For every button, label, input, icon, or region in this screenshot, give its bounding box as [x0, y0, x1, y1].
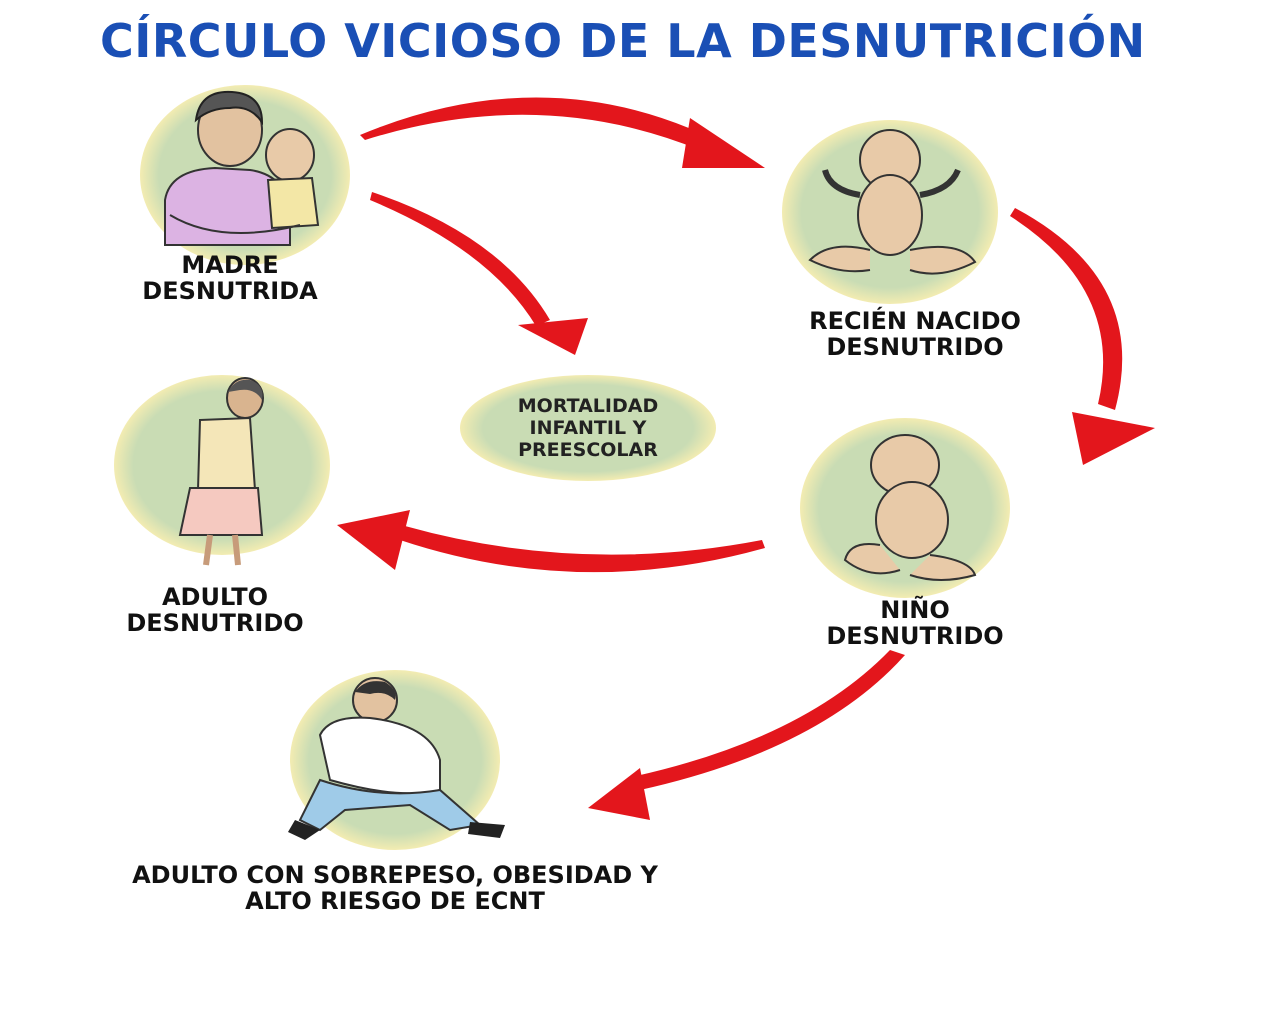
adulto-label: ADULTO DESNUTRIDO [95, 584, 335, 637]
recien-label-line1: RECIÉN NACIDO [809, 307, 1021, 335]
nino-label-line1: NIÑO [880, 596, 950, 624]
diagram-title: CÍRCULO VICIOSO DE LA DESNUTRICIÓN [100, 14, 1146, 68]
obeso-label: ADULTO CON SOBREPESO, OBESIDAD Y ALTO RI… [60, 862, 730, 915]
adulto-label-line2: DESNUTRIDO [126, 609, 304, 638]
recien-label-line2: DESNUTRIDO [826, 333, 1004, 362]
nino-label: NIÑO DESNUTRIDO [790, 597, 1040, 650]
nino-label-line2: DESNUTRIDO [826, 622, 1004, 651]
obeso-label-line2: ALTO RIESGO DE ECNT [245, 887, 545, 916]
arrow-recien-to-nino [1010, 208, 1155, 465]
madre-label: MADRE DESNUTRIDA [110, 252, 350, 305]
obeso-illustration [288, 677, 505, 840]
arrow-madre-to-recien [360, 97, 765, 168]
arrow-nino-to-adulto [337, 510, 765, 573]
mortalidad-label-line1: MORTALIDAD [517, 395, 659, 417]
obeso-label-line1: ADULTO CON SOBREPESO, OBESIDAD Y [132, 861, 658, 889]
mortalidad-label-line3: PREESCOLAR [518, 438, 658, 461]
adulto-illustration [178, 377, 264, 566]
mortalidad-label-line2: INFANTIL Y [529, 416, 647, 439]
nino-illustration [843, 434, 977, 581]
recien-illustration [808, 129, 977, 275]
arrow-madre-to-mortalidad [370, 192, 588, 355]
madre-label-line2: DESNUTRIDA [142, 277, 318, 306]
madre-illustration [164, 90, 320, 246]
madre-label-line1: MADRE [181, 251, 279, 279]
arrow-nino-to-obeso [588, 650, 905, 820]
mortalidad-label: MORTALIDAD INFANTIL Y PREESCOLAR [478, 395, 698, 462]
recien-label: RECIÉN NACIDO DESNUTRIDO [770, 308, 1060, 361]
adulto-label-line1: ADULTO [161, 583, 269, 611]
mortalidad-oval [460, 375, 716, 481]
